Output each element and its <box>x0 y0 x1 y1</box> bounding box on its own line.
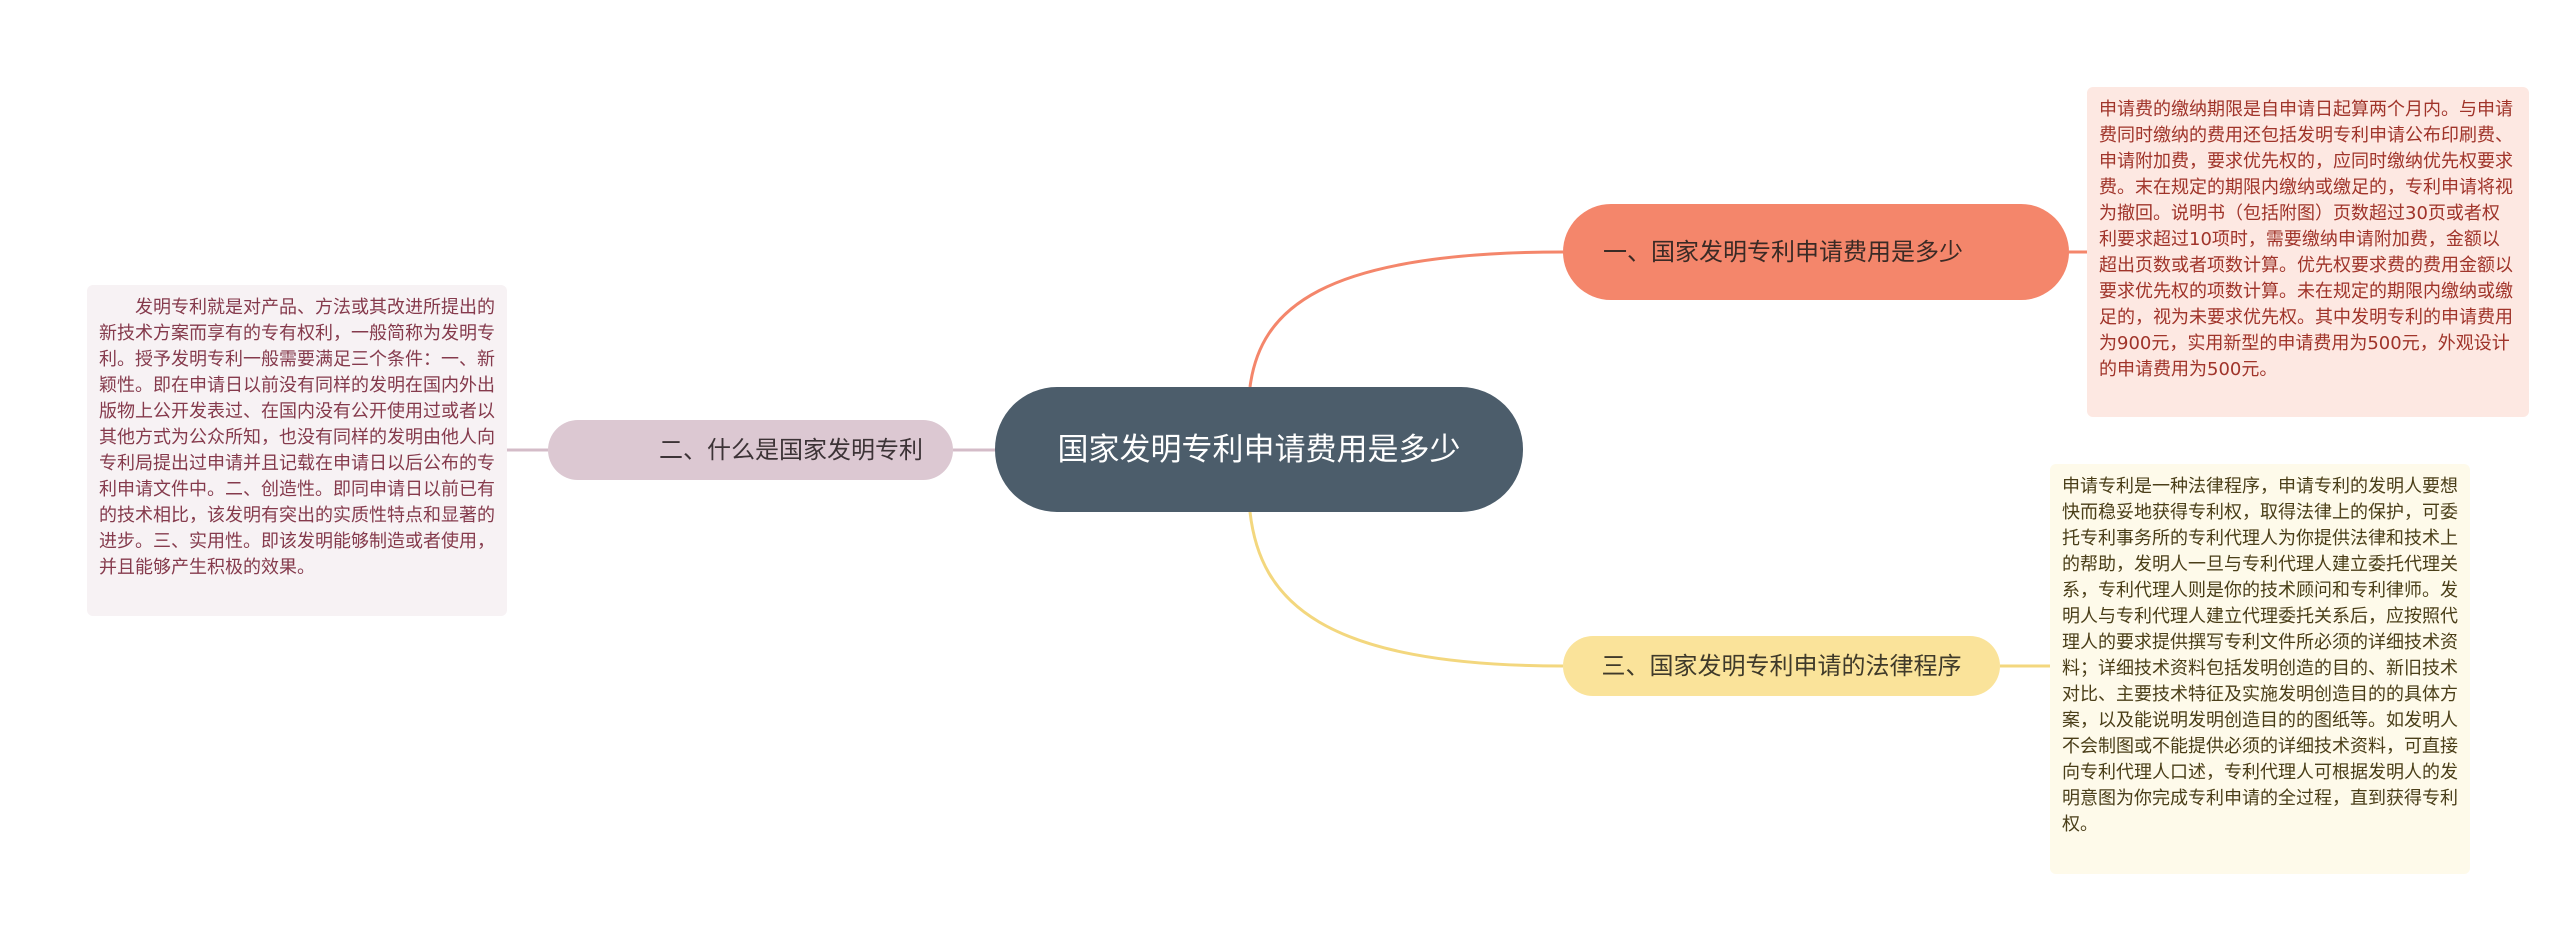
root-topic-label: 国家发明专利申请费用是多少 <box>1057 431 1461 468</box>
root-topic[interactable]: 国家发明专利申请费用是多少 <box>995 387 1523 512</box>
note-legal-procedure[interactable]: 申请专利是一种法律程序，申请专利的发明人要想快而稳妥地获得专利权，取得法律上的保… <box>2050 464 2470 874</box>
note-text: 申请费的缴纳期限是自申请日起算两个月内。与申请费同时缴纳的费用还包括发明专利申请… <box>2099 99 2513 380</box>
note-text: 申请专利是一种法律程序，申请专利的发明人要想快而稳妥地获得专利权，取得法律上的保… <box>2062 476 2458 835</box>
branch-topic-label: 二、什么是国家发明专利 <box>659 436 923 464</box>
connector-root-to-branch-1 <box>1248 250 1564 388</box>
branch-topic-what-is-patent[interactable]: 二、什么是国家发明专利 <box>548 420 953 480</box>
branch-topic-label: 三、国家发明专利申请的法律程序 <box>1601 652 1962 680</box>
branch-topic-label: 一、国家发明专利申请费用是多少 <box>1603 238 1963 266</box>
branch-topic-application-fee[interactable]: 一、国家发明专利申请费用是多少 <box>1563 204 2069 300</box>
branch-topic-legal-procedure[interactable]: 三、国家发明专利申请的法律程序 <box>1563 636 2000 696</box>
connector-root-to-branch-3 <box>1248 511 1564 668</box>
note-text: 发明专利就是对产品、方法或其改进所提出的新技术方案而享有的专有权利，一般简称为发… <box>99 297 495 578</box>
note-application-fee[interactable]: 申请费的缴纳期限是自申请日起算两个月内。与申请费同时缴纳的费用还包括发明专利申请… <box>2087 87 2529 417</box>
note-what-is-patent[interactable]: 发明专利就是对产品、方法或其改进所提出的新技术方案而享有的专有权利，一般简称为发… <box>87 285 507 616</box>
